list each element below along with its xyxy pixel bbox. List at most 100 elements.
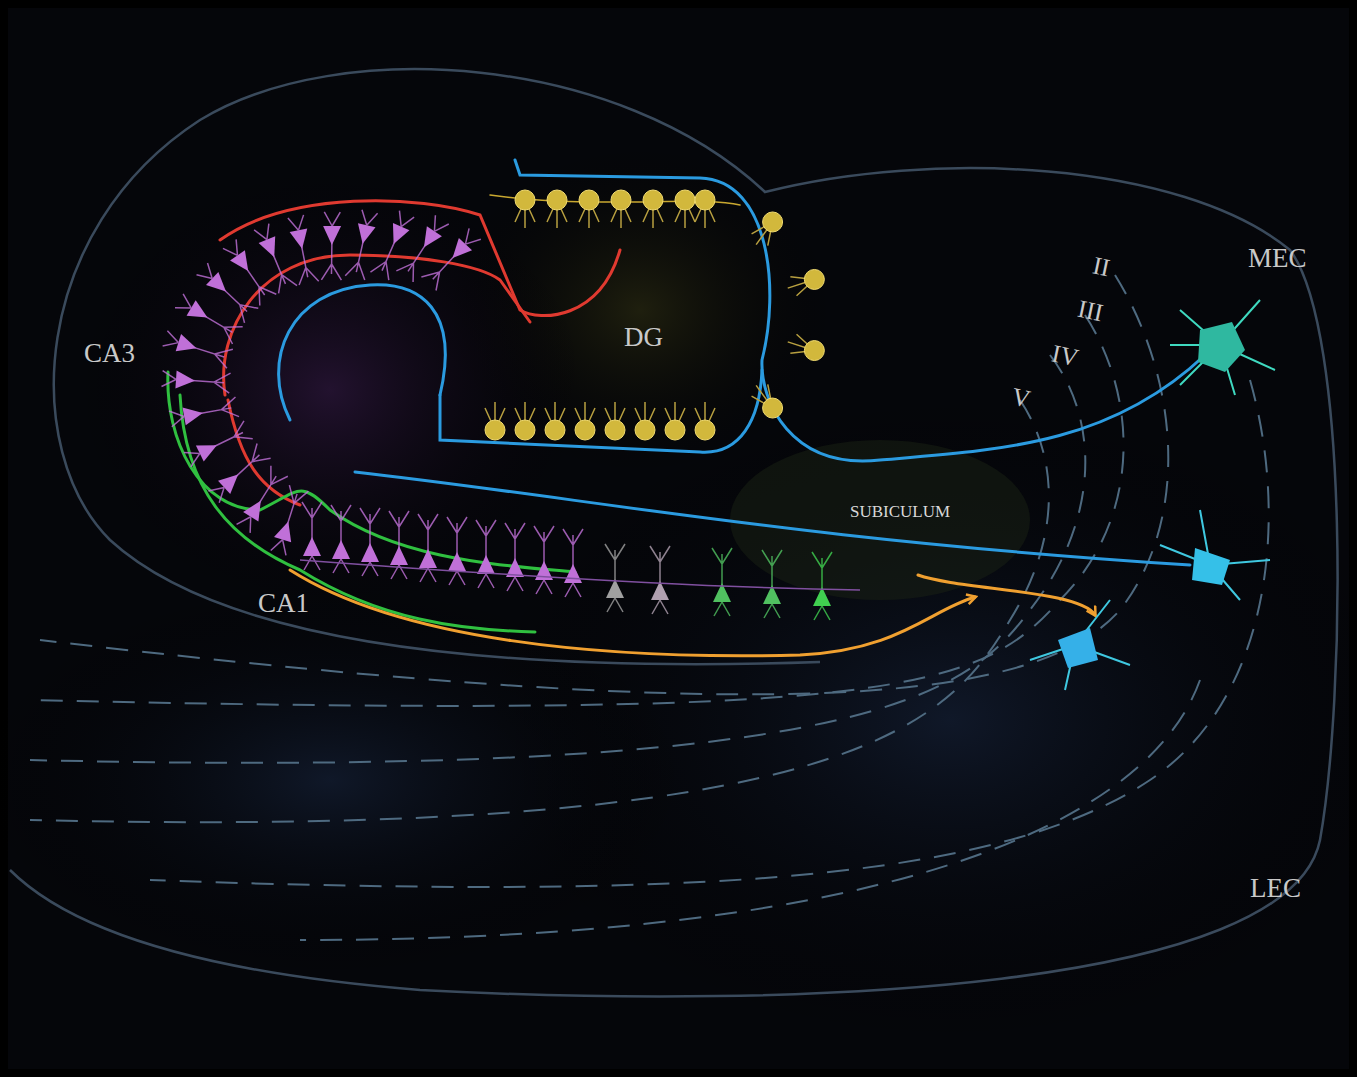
granule-cell [635, 420, 655, 440]
pyramidal-soma [564, 564, 582, 583]
pathways [168, 160, 1205, 656]
granule-cell [695, 420, 715, 440]
granule-cell [665, 420, 685, 440]
pyramidal-cell [162, 329, 233, 368]
granule-cell [545, 420, 565, 440]
cell-layer-line [300, 560, 860, 590]
pyramidal-cell [563, 529, 583, 597]
granule-cell [605, 420, 625, 440]
granule-cell [763, 212, 783, 232]
pyramidal-soma [187, 300, 213, 325]
granule-cell [804, 269, 824, 289]
pyramidal-soma [206, 272, 232, 298]
pyramidal-dendrite [235, 466, 288, 534]
granule-cell [763, 398, 783, 418]
region-label: CA1 [258, 590, 309, 617]
pyramidal-cell [235, 466, 288, 534]
layer-label: III [1076, 296, 1106, 326]
pyramidal-cell [650, 546, 670, 614]
pyramidal-dendrite [563, 529, 583, 597]
pyramidal-dendrite [650, 546, 670, 614]
pyramidal-dendrite [605, 544, 625, 612]
pyramidal-soma [196, 437, 221, 462]
pyramidal-dendrite [169, 397, 239, 429]
granule-cell [575, 420, 595, 440]
region-label: MEC [1248, 245, 1307, 272]
granule-cell [643, 190, 663, 210]
pyramidal-dendrite [286, 214, 319, 285]
granule-cell [547, 190, 567, 210]
pyramidal-cell [505, 523, 525, 591]
pyramidal-dendrite [476, 520, 496, 588]
region-label: CA3 [84, 340, 135, 367]
region-label: LEC [1250, 875, 1301, 902]
pyramidal-soma [303, 537, 321, 556]
pyramidal-soma [243, 496, 268, 522]
ca-glow [70, 160, 590, 620]
pyramidal-dendrite [389, 511, 409, 579]
layer-dashes [30, 275, 1269, 940]
pyramidal-cell [207, 443, 271, 504]
subiculum-glow [730, 440, 1030, 600]
pyramidal-cell [169, 397, 239, 429]
region-label: SUBICULUM [850, 503, 950, 520]
granule-cell [675, 190, 695, 210]
pyramidal-soma [419, 549, 437, 568]
pyramidal-cell [605, 544, 625, 612]
pyramidal-soma [416, 226, 441, 252]
pyramidal-dendrite [534, 526, 554, 594]
pyramidal-dendrite [370, 210, 416, 280]
pyramidal-soma [477, 555, 495, 574]
pyramidal-soma [290, 228, 311, 250]
pyramidal-cell [183, 421, 253, 469]
pyramidal-cell [389, 511, 409, 579]
pyramidal-cell [812, 552, 832, 620]
pyramidal-dendrite [712, 548, 732, 616]
pyramidal-cell [712, 548, 732, 616]
pyramidal-cell [321, 212, 342, 280]
pyramidal-cell [447, 517, 467, 585]
pyramidal-dendrite [321, 212, 342, 280]
pyramidal-dendrite [505, 523, 525, 591]
pyramidal-cell [269, 485, 309, 556]
pyramidal-dendrite [183, 421, 253, 469]
pyramidal-dendrite [174, 292, 243, 344]
granule-cell [804, 341, 824, 361]
pyramidal-soma [446, 238, 472, 264]
region-label: DG [624, 324, 663, 351]
granule-cell [515, 190, 535, 210]
pyramidal-dendrite [162, 329, 233, 368]
pyramidal-dendrite [418, 514, 438, 582]
pyramidal-dendrite [252, 223, 297, 293]
granule-cell [515, 420, 535, 440]
region-outline [10, 69, 1338, 996]
pyramidal-cell [370, 210, 416, 280]
pyramidal-soma [448, 552, 466, 571]
pyramidal-soma [176, 334, 200, 357]
granule-cell [485, 420, 505, 440]
pyramidal-cell [345, 209, 379, 280]
pyramidal-soma [385, 223, 409, 248]
pyramidal-soma [175, 370, 195, 389]
pyramidal-soma [274, 519, 297, 543]
pyramidal-soma [218, 468, 244, 494]
pyramidal-cell [161, 369, 230, 394]
pyramidal-cell [762, 550, 782, 618]
pyramidal-dendrite [812, 552, 832, 620]
pyramidal-soma [323, 226, 341, 245]
pyramidal-soma [361, 543, 379, 562]
pyramidal-cell [286, 214, 319, 285]
granule-cell [695, 190, 715, 210]
pyramidal-cell [418, 514, 438, 582]
lec-glow [0, 580, 690, 980]
pyramidal-dendrite [345, 209, 379, 280]
pyramidal-dendrite [762, 550, 782, 618]
pyramidal-cell [476, 520, 496, 588]
pyramidal-dendrite [207, 443, 271, 504]
granule-cell [611, 190, 631, 210]
neuron-cells [161, 190, 860, 620]
pyramidal-soma [390, 546, 408, 565]
pyramidal-cell [252, 223, 297, 293]
